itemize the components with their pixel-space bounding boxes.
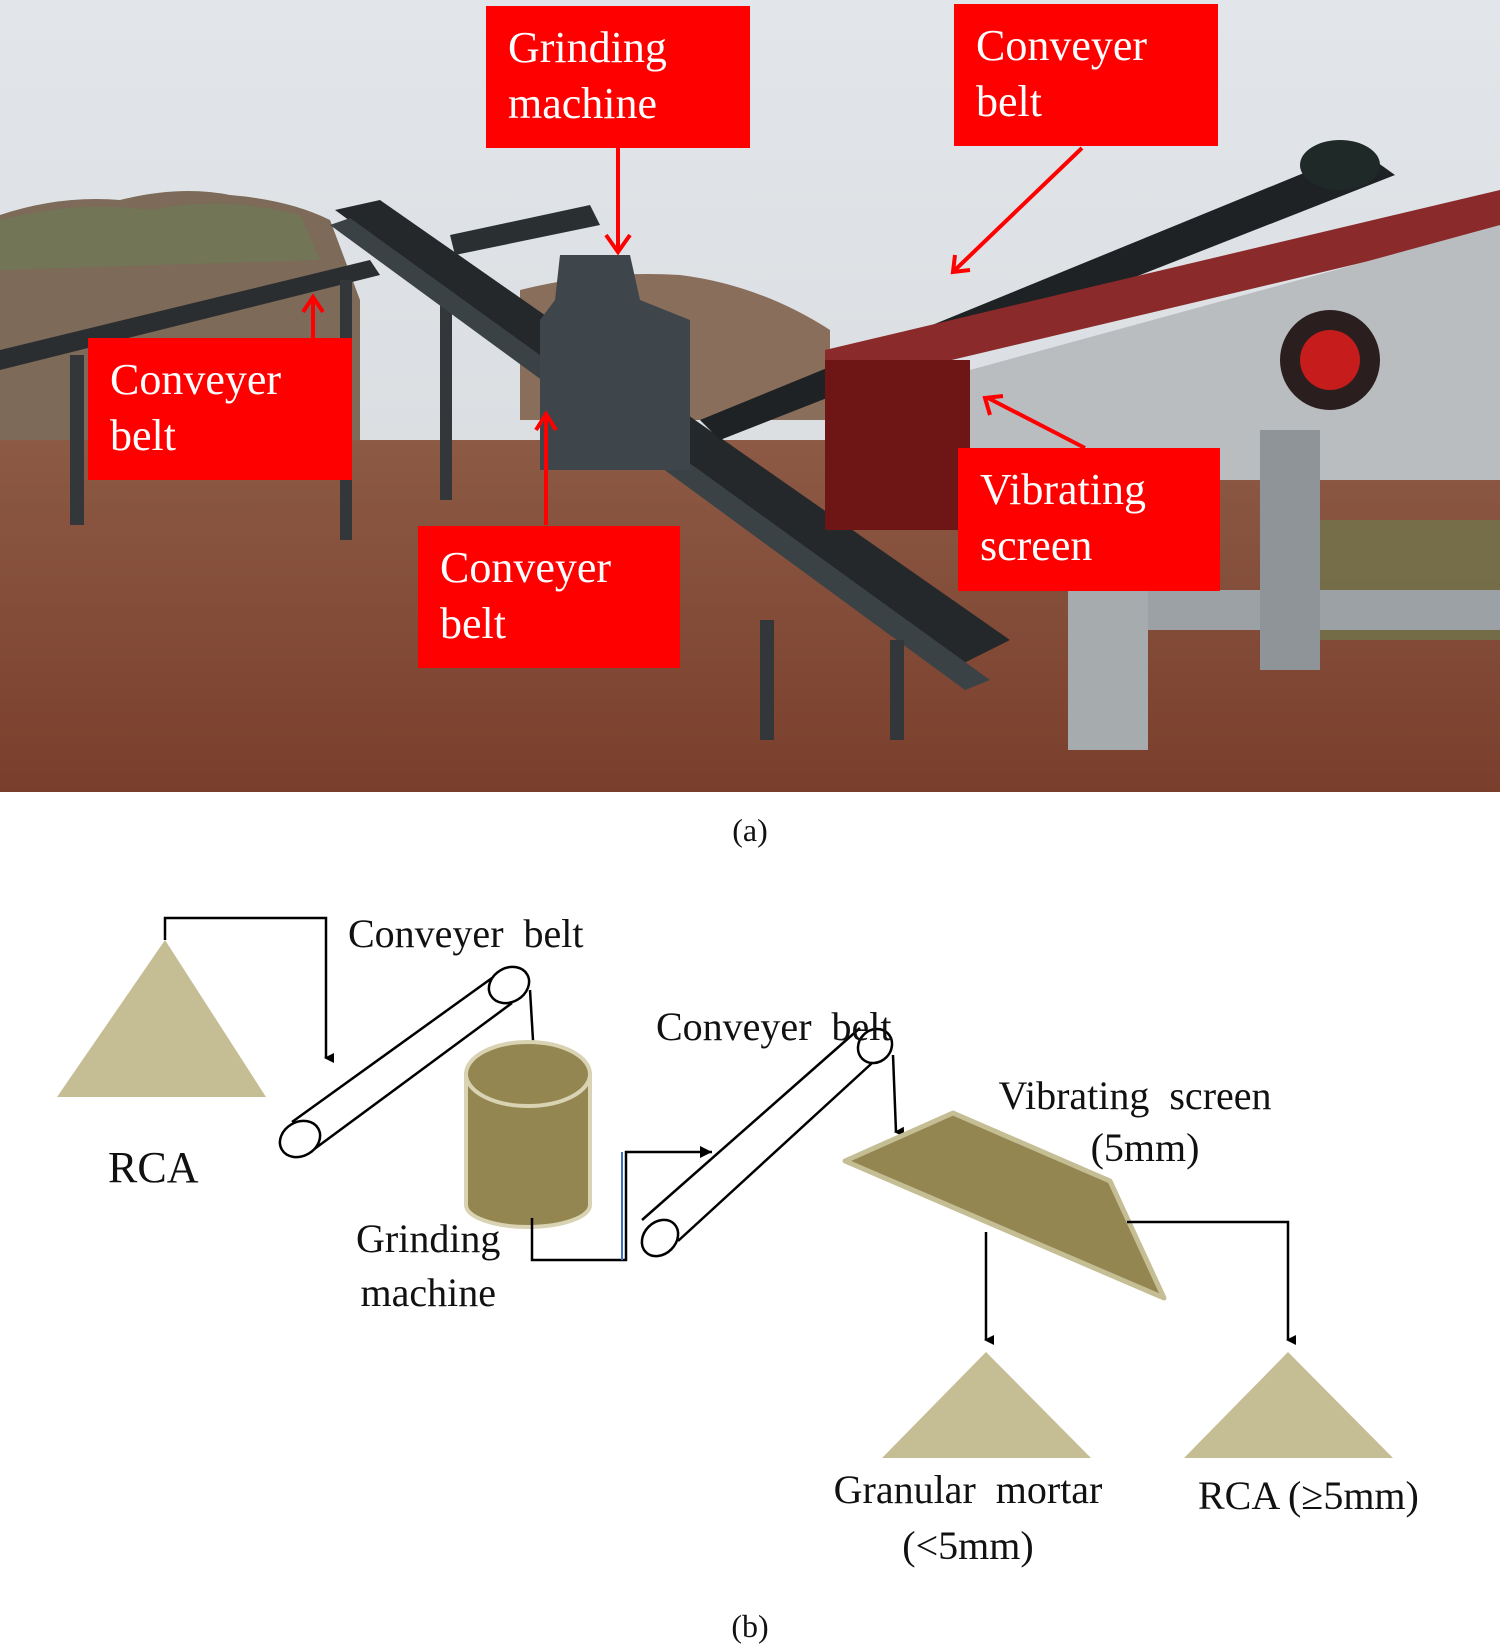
- label-line: screen: [980, 521, 1093, 570]
- label-line: Conveyer: [976, 21, 1148, 70]
- label-line: machine: [508, 79, 658, 128]
- caption-b: (b): [731, 1608, 769, 1644]
- support-leg: [70, 355, 84, 525]
- label-line: machine: [360, 1270, 496, 1315]
- label-conveyer-belt-middle: Conveyer belt: [418, 526, 680, 668]
- connector-rca-to-belt1: [163, 916, 334, 1063]
- label-line: Vibrating screen: [998, 1073, 1272, 1118]
- label-line: Grinding: [356, 1216, 501, 1261]
- vibrator-hub: [1300, 330, 1360, 390]
- connector-grinder-to-belt2: [530, 1146, 712, 1262]
- conveyer-belt-1-label: Conveyer belt: [348, 911, 584, 956]
- rca-input-pile: [57, 940, 266, 1097]
- arrow-conveyer-top-right: [953, 146, 1084, 272]
- vibrating-screen-red-housing: [825, 360, 970, 530]
- granular-mortar-pile: [882, 1352, 1091, 1458]
- label-vibrating-screen: Vibrating screen: [958, 448, 1220, 591]
- support-leg: [760, 620, 774, 740]
- process-flow-diagram: [57, 916, 1393, 1458]
- grinding-machine-body: [540, 255, 690, 470]
- label-line: Conveyer: [110, 355, 282, 404]
- caption-a: (a): [732, 812, 768, 848]
- support-leg: [440, 260, 452, 500]
- vibrating-screen-red-frame: [825, 190, 1500, 390]
- label-arrows: [301, 146, 1086, 525]
- label-grinding-machine: Grinding machine: [486, 6, 750, 148]
- label-conveyer-belt-top-right: Conveyer belt: [954, 4, 1218, 146]
- rca-input-label: RCA: [108, 1143, 199, 1192]
- label-line: belt: [110, 411, 176, 460]
- label-conveyer-belt-left: Conveyer belt: [88, 338, 352, 480]
- rca-output-pile: [1184, 1352, 1393, 1458]
- vegetation: [0, 203, 320, 270]
- pulley: [1300, 140, 1380, 190]
- label-line: belt: [976, 77, 1042, 126]
- equipment-photo: [0, 0, 1500, 792]
- vibrating-screen-body: [970, 225, 1500, 480]
- conveyer-belt-1-icon: [278, 965, 531, 1159]
- rca-output-label: RCA (≥5mm): [1198, 1473, 1419, 1518]
- label-line: (5mm): [1090, 1125, 1200, 1170]
- granular-mortar-label: Granular mortar (<5mm): [818, 1462, 1118, 1574]
- upper-conveyor: [450, 205, 600, 255]
- label-line: (<5mm): [902, 1523, 1034, 1568]
- arrow-vibrating-screen: [987, 396, 1086, 450]
- label-line: Vibrating: [980, 465, 1146, 514]
- label-line: belt: [440, 599, 506, 648]
- connector-screen-to-rca: [1127, 1220, 1296, 1345]
- conveyer-belt-2-label: Conveyer belt: [656, 1004, 892, 1049]
- vibrating-screen-icon: [842, 1110, 1167, 1301]
- connector-belt2-to-screen: [891, 1054, 905, 1137]
- support-leg: [890, 640, 904, 740]
- conveyer-belt-2-icon: [640, 1027, 894, 1258]
- label-line: Grinding: [508, 23, 667, 72]
- grinding-machine-icon: [464, 1040, 592, 1229]
- label-line: Conveyer: [440, 543, 612, 592]
- label-line: Granular mortar: [833, 1467, 1103, 1512]
- vibrating-screen-label: Vibrating screen (5mm): [975, 1070, 1295, 1174]
- grinding-machine-label: Grinding machine: [356, 1212, 500, 1320]
- steel-column: [1260, 430, 1320, 670]
